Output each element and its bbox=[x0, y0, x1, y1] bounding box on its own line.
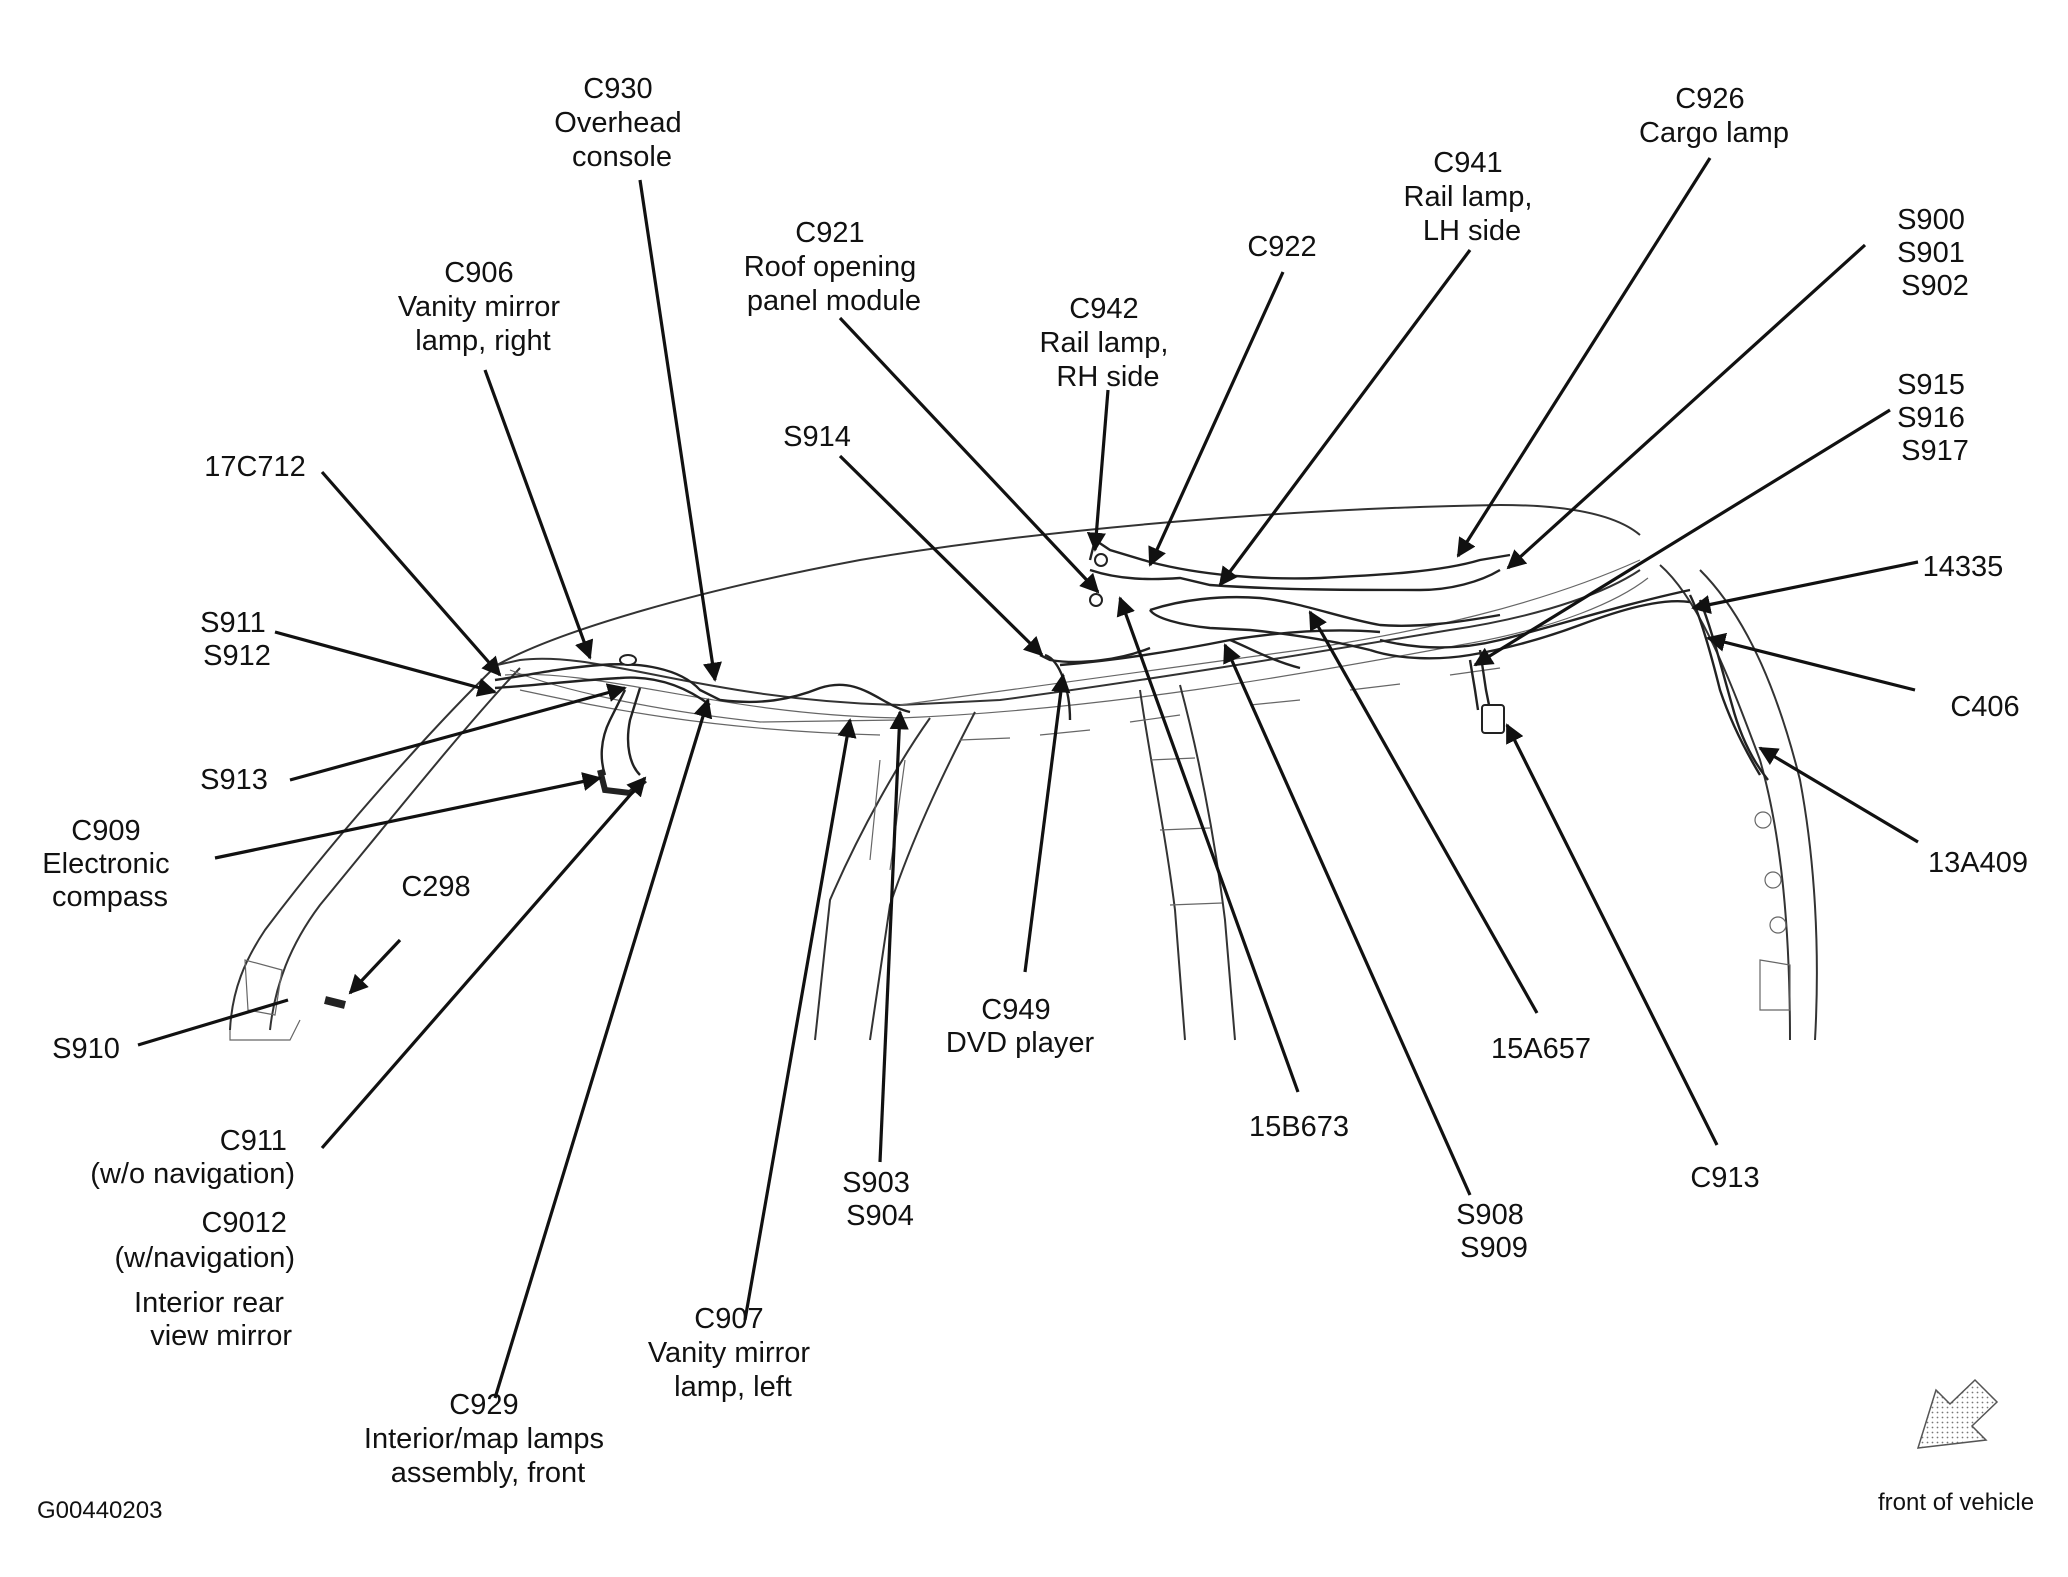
label-s913: S913 bbox=[200, 764, 268, 796]
label-s914: S914 bbox=[783, 421, 851, 453]
label-c922: C922 bbox=[1247, 231, 1316, 263]
label-s908: S908 S909 bbox=[1456, 1199, 1532, 1264]
label-c909: C909 Electronic compass bbox=[42, 815, 177, 913]
label-c913: C913 bbox=[1690, 1162, 1759, 1194]
leader-s914 bbox=[838, 454, 1044, 657]
label-s915: S915 S916 S917 bbox=[1897, 369, 1973, 467]
label-c926: C926 Cargo lamp bbox=[1639, 83, 1789, 149]
leader-c909 bbox=[214, 772, 602, 860]
leader-15a657 bbox=[1308, 610, 1539, 1014]
front-arrow-icon bbox=[1916, 1378, 1999, 1449]
leader-c911 bbox=[320, 776, 647, 1150]
leader-s911 bbox=[274, 630, 497, 697]
leader-s908 bbox=[1223, 643, 1472, 1196]
label-c921: C921 Roof opening panel module bbox=[744, 217, 925, 317]
leader-13a409 bbox=[1758, 746, 1919, 844]
label-c298: C298 bbox=[401, 871, 470, 903]
leader-c906 bbox=[483, 369, 594, 660]
roof-illustration bbox=[229, 503, 1818, 1041]
leader-c406 bbox=[1706, 632, 1916, 692]
leader-c913 bbox=[1505, 723, 1719, 1146]
label-c949: C949 DVD player bbox=[946, 994, 1095, 1059]
orientation-label: front of vehicle bbox=[1878, 1489, 2034, 1516]
label-c406: C406 bbox=[1950, 691, 2019, 723]
leader-c949 bbox=[1023, 673, 1071, 973]
leader-c907 bbox=[743, 718, 857, 1321]
leader-s903 bbox=[878, 710, 909, 1163]
leader-c922 bbox=[1148, 271, 1285, 567]
leader-s900 bbox=[1506, 243, 1867, 570]
callout-labels: C930 Overhead console C906 Vanity mirror… bbox=[42, 73, 2028, 1489]
figure-id: G00440203 bbox=[37, 1497, 162, 1524]
label-c929: C929 Interior/map lamps assembly, front bbox=[364, 1389, 612, 1489]
label-14335: 14335 bbox=[1923, 551, 2004, 583]
label-c906: C906 Vanity mirror lamp, right bbox=[398, 257, 568, 357]
leader-c941 bbox=[1218, 249, 1472, 587]
leader-c921 bbox=[838, 316, 1100, 594]
leader-s910 bbox=[137, 998, 289, 1047]
leader-c298 bbox=[348, 938, 402, 995]
label-c942: C942 Rail lamp, RH side bbox=[1040, 293, 1177, 393]
label-15b673: 15B673 bbox=[1249, 1111, 1349, 1143]
label-15a657: 15A657 bbox=[1491, 1033, 1591, 1065]
label-s900: S900 S901 S902 bbox=[1897, 204, 1973, 302]
label-mirror: Interior rear view mirror bbox=[134, 1287, 292, 1352]
label-s903: S903 S904 bbox=[842, 1167, 918, 1232]
leader-14335 bbox=[1691, 560, 1919, 614]
label-s910: S910 bbox=[52, 1033, 120, 1065]
leader-15b673 bbox=[1116, 596, 1300, 1093]
label-c941: C941 Rail lamp, LH side bbox=[1404, 147, 1541, 247]
label-s911: S911 S912 bbox=[200, 607, 274, 672]
wiring-harness bbox=[324, 538, 1769, 1009]
leader-lines bbox=[137, 157, 1919, 1399]
label-c9012: C9012 (w/navigation) bbox=[114, 1207, 295, 1274]
leader-s915 bbox=[1473, 408, 1891, 667]
label-c911: C911 (w/o navigation) bbox=[90, 1125, 295, 1190]
leader-c929 bbox=[493, 698, 713, 1399]
leader-c942 bbox=[1086, 389, 1110, 552]
label-13a409: 13A409 bbox=[1928, 847, 2028, 879]
leader-c926 bbox=[1456, 157, 1712, 558]
label-c907: C907 Vanity mirror lamp, left bbox=[648, 1303, 818, 1403]
leader-17c712 bbox=[320, 470, 502, 677]
label-17c712: 17C712 bbox=[204, 451, 306, 483]
leader-s913 bbox=[289, 683, 627, 782]
leader-c930 bbox=[638, 179, 722, 682]
label-c930: C930 Overhead console bbox=[554, 73, 689, 173]
